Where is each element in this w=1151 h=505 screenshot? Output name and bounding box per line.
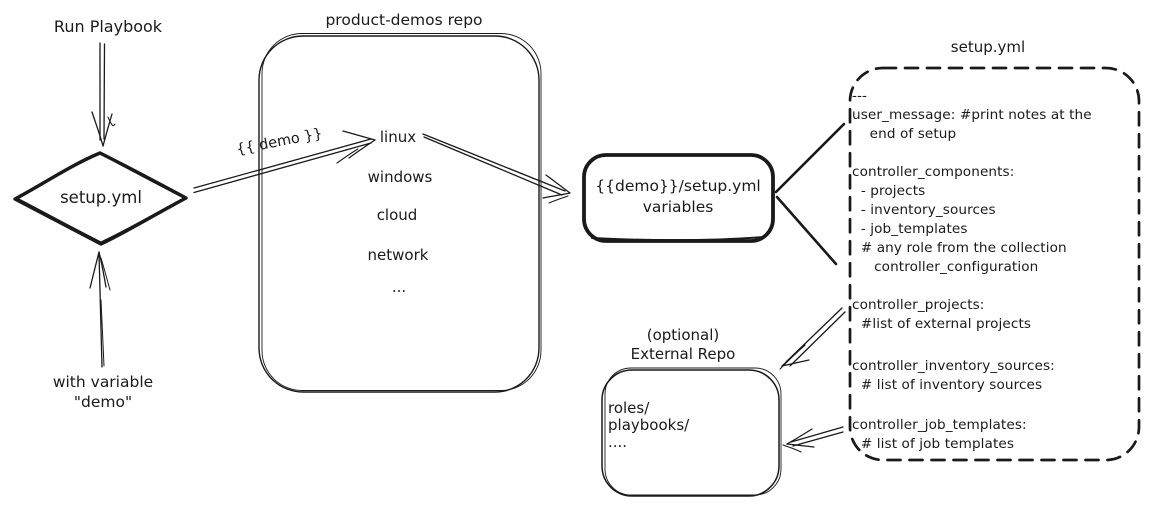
external-repo-title: (optional) External Repo [630, 326, 736, 364]
linux-to-variables-arrow [422, 133, 571, 204]
trigger-diamond-shape [13, 151, 188, 246]
jobtemplates-to-external-arrow [782, 426, 844, 453]
repo-item-ellipsis: ... [391, 278, 407, 296]
variables-to-setupyml-lines [774, 122, 846, 266]
variables-box-label: {{demo}}/setup.yml variables [595, 177, 761, 216]
with-variable-arrow [89, 251, 111, 368]
projects-to-external-arrow [779, 307, 846, 370]
variables-box [582, 153, 775, 243]
with-variable-label: with variable "demo" [52, 373, 154, 412]
yaml-section-controller-job-templates: controller_job_templates: # list of job … [852, 417, 1027, 452]
yaml-section-controller-components: controller_components: - projects - inve… [852, 164, 1067, 275]
setupyml-dashed-box [848, 66, 1141, 462]
setupyml-box-title: setup.yml [950, 38, 1026, 56]
yaml-section-controller-projects: controller_projects: #list of external p… [852, 297, 1032, 332]
external-repo-box [601, 367, 782, 497]
yaml-section-controller-inventory-sources: controller_inventory_sources: # list of … [852, 358, 1055, 393]
repo-item-windows: windows [367, 168, 433, 186]
trigger-diamond-label: setup.yml [60, 188, 142, 207]
run-playbook-arrow [91, 42, 116, 147]
demo-arrow [193, 130, 376, 194]
product-demos-box [258, 33, 542, 393]
repo-item-cloud: cloud [376, 206, 418, 224]
repo-item-network: network [367, 246, 429, 264]
repo-item-linux: linux [379, 128, 417, 146]
product-demos-repo-title: product-demos repo [325, 11, 483, 29]
yaml-section-header-user-message: --- user_message: #print notes at the en… [852, 88, 1092, 142]
external-repo-content: roles/ playbooks/ .... [608, 399, 690, 452]
run-playbook-label: Run Playbook [53, 17, 163, 36]
